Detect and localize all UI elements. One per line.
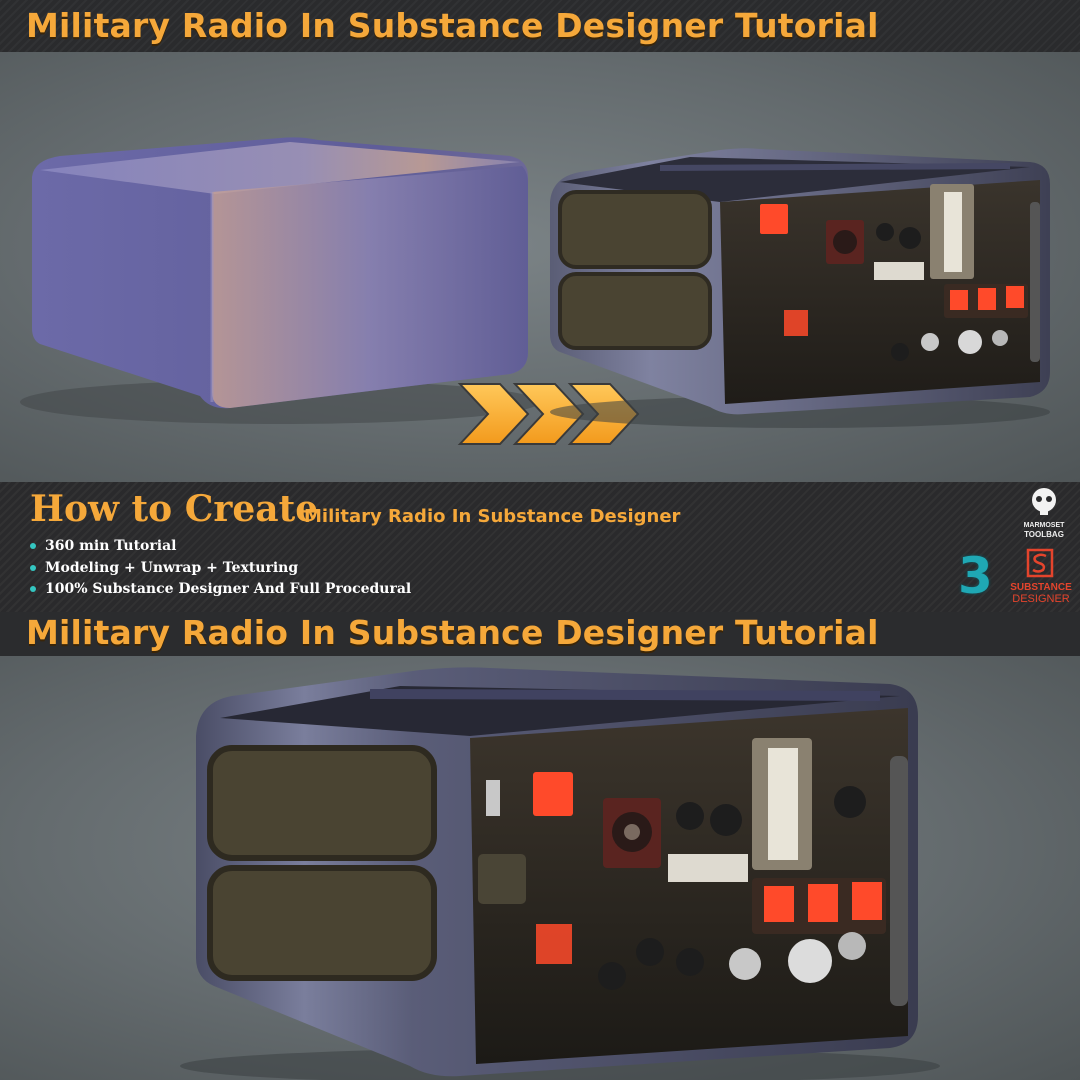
top-scene: [0, 52, 1080, 482]
substance-s-icon: [1026, 548, 1054, 578]
transform-arrows-icon: [457, 383, 640, 445]
feature-item: 360 min Tutorial: [30, 536, 411, 558]
radio-render-large: [180, 667, 940, 1080]
plain-box-model: [20, 137, 540, 424]
feature-list: 360 min Tutorial Modeling + Unwrap + Tex…: [30, 536, 411, 601]
top-banner: Military Radio In Substance Designer Tut…: [0, 0, 1080, 52]
substance-logo-line2: DESIGNER: [1012, 593, 1070, 605]
bullet-dot-icon: [30, 543, 36, 549]
top-banner-title: Military Radio In Substance Designer Tut…: [26, 6, 879, 45]
info-panel: [0, 482, 1080, 612]
feature-item: 100% Substance Designer And Full Procedu…: [30, 579, 411, 601]
radio-model-small: [550, 148, 1050, 428]
bottom-banner: Military Radio In Substance Designer Tut…: [0, 612, 1080, 656]
marmoset-logo-line2: TOOLBAG: [1024, 530, 1064, 539]
bullet-dot-icon: [30, 564, 36, 571]
marmoset-toolbag-logo: MARMOSET TOOLBAG: [1016, 486, 1072, 542]
substance-designer-logo: SUBSTANCE DESIGNER: [1004, 548, 1078, 605]
3dsmax-logo: 3: [958, 547, 993, 605]
bullet-dot-icon: [30, 586, 36, 592]
marmoset-logo-line1: MARMOSET: [1023, 522, 1065, 529]
bottom-banner-title: Military Radio In Substance Designer Tut…: [26, 613, 879, 652]
substance-logo-line1: SUBSTANCE: [1010, 582, 1072, 593]
marmoset-skull-icon: [1032, 488, 1056, 515]
bottom-scene: [0, 656, 1080, 1080]
feature-item: Modeling + Unwrap + Texturing: [30, 558, 411, 580]
before-after-illustration: [20, 137, 1050, 445]
info-heading: How to Create: [30, 488, 319, 530]
info-subheading: Military Radio In Substance Designer: [304, 506, 681, 527]
